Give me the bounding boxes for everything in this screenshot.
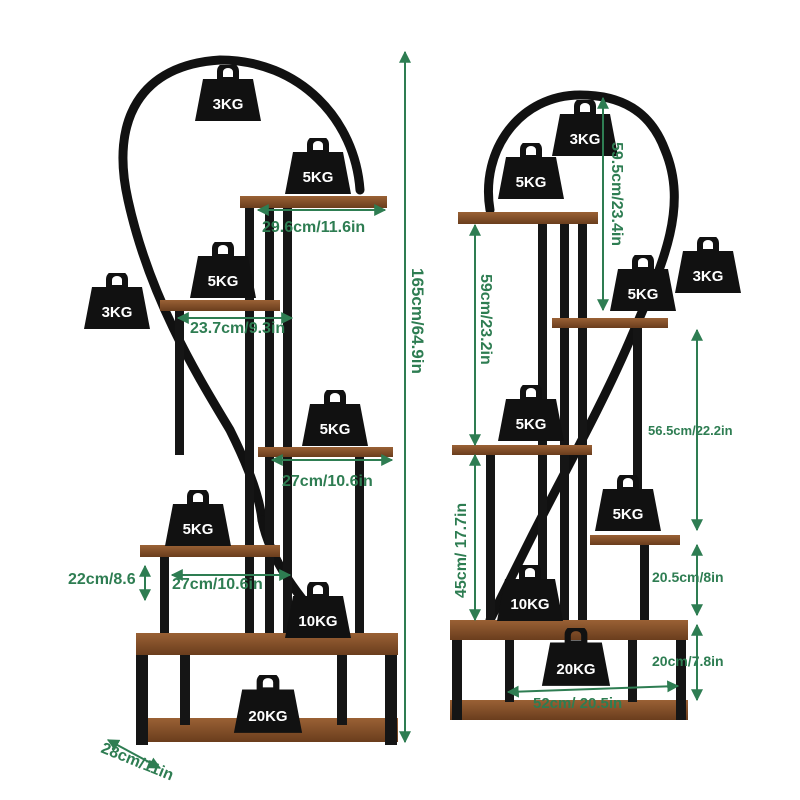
r-shelf-2 xyxy=(552,318,668,328)
right-weights: 3KG 5KG 5KG 3KG 5KG 5KG 10KG 20KG xyxy=(497,100,741,686)
left-stand xyxy=(118,55,398,745)
r-base-bottom xyxy=(450,700,688,720)
lower-label: 45cm/ 17.7in xyxy=(453,503,470,598)
side-label-1: 56.5cm/22.2in xyxy=(648,423,733,438)
left-arch xyxy=(118,55,365,525)
svg-text:3KG: 3KG xyxy=(693,268,724,285)
svg-text:5KG: 5KG xyxy=(613,506,644,523)
right-stand xyxy=(450,90,688,720)
weight-icon: 5KG xyxy=(302,390,368,446)
shelf-1 xyxy=(240,196,387,208)
weight-icon: 5KG xyxy=(498,143,564,199)
svg-text:5KG: 5KG xyxy=(628,286,659,303)
side-label-3: 20cm/7.8in xyxy=(652,653,724,669)
weight-icon: 10KG xyxy=(497,565,563,621)
r-shelf-4 xyxy=(590,535,680,545)
svg-text:5KG: 5KG xyxy=(183,521,214,538)
upper-label: 59cm/23.2in xyxy=(477,274,494,365)
shelf-1-label: 29.6cm/11.6in xyxy=(262,219,365,236)
shelf-4-depth-label: 22cm/8.6 xyxy=(68,571,136,588)
svg-text:10KG: 10KG xyxy=(510,596,549,613)
shelf-3 xyxy=(258,447,393,457)
depth-label: 28cm/11in xyxy=(99,740,176,784)
left-dimensions: 165cm/64.9in 29.6cm/11.6in 23.7cm/9.3in … xyxy=(68,50,427,784)
svg-text:20KG: 20KG xyxy=(556,661,595,678)
shelf-4-width-label: 27cm/10.6in xyxy=(172,576,263,593)
height-label: 165cm/64.9in xyxy=(408,268,427,374)
svg-text:5KG: 5KG xyxy=(320,421,351,438)
svg-text:10KG: 10KG xyxy=(298,613,337,630)
weight-icon: 20KG xyxy=(233,675,303,733)
svg-text:5KG: 5KG xyxy=(208,273,239,290)
weight-icon: 5KG xyxy=(610,255,676,311)
svg-text:5KG: 5KG xyxy=(516,416,547,433)
weight-icon: 5KG xyxy=(285,138,351,194)
weight-icon: 3KG xyxy=(195,65,261,121)
weight-icon: 5KG xyxy=(595,475,661,531)
weight-icon: 5KG xyxy=(190,242,256,298)
shelf-3-label: 27cm/10.6in xyxy=(282,473,373,490)
svg-text:5KG: 5KG xyxy=(516,174,547,191)
shelf-2 xyxy=(160,300,280,311)
weight-icon: 5KG xyxy=(165,490,231,546)
weight-icon: 3KG xyxy=(675,237,741,293)
r-shelf-1 xyxy=(458,212,598,224)
svg-text:20KG: 20KG xyxy=(248,708,287,725)
shelf-4 xyxy=(140,545,280,557)
weight-icon: 3KG xyxy=(84,273,150,329)
left-weights: 3KG 5KG 3KG 5KG 5KG 5KG 10KG 20KG xyxy=(84,65,368,733)
svg-text:3KG: 3KG xyxy=(213,96,244,113)
right-arch xyxy=(484,90,679,625)
svg-text:3KG: 3KG xyxy=(570,131,601,148)
shelf-2-label: 23.7cm/9.3in xyxy=(190,320,285,337)
side-label-2: 20.5cm/8in xyxy=(652,569,724,585)
right-dimensions: 59.5cm/23.4in 59cm/23.2in 45cm/ 17.7in 5… xyxy=(453,96,733,712)
svg-text:3KG: 3KG xyxy=(102,304,133,321)
svg-text:5KG: 5KG xyxy=(303,169,334,186)
r-shelf-3 xyxy=(452,445,592,455)
width-label: 52cm/ 20.5in xyxy=(533,695,622,712)
base-top xyxy=(136,633,398,655)
weight-icon: 3KG xyxy=(552,100,618,156)
arch-label: 59.5cm/23.4in xyxy=(608,142,625,246)
weight-icon: 5KG xyxy=(498,385,564,441)
weight-icon: 20KG xyxy=(541,628,611,686)
weight-icon: 10KG xyxy=(285,582,351,638)
